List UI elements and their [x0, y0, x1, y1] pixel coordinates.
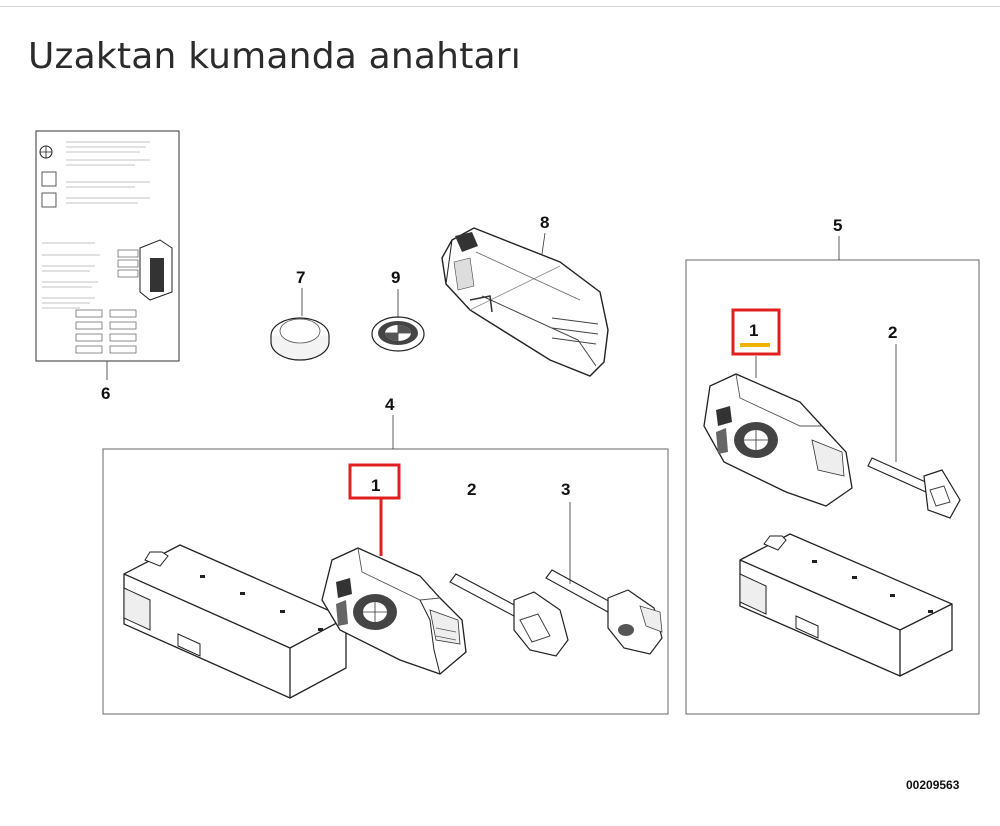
- group-4-control-module[interactable]: [123, 544, 347, 699]
- group-4-remote-key[interactable]: [321, 547, 467, 675]
- diagram-part-number: 00209563: [906, 778, 960, 792]
- callout-6: 6: [101, 384, 110, 403]
- group-4-key-blade-2[interactable]: [449, 573, 569, 657]
- group-5-highlight-underline: [740, 343, 770, 347]
- callout-group-4-item-3: 3: [561, 480, 570, 499]
- part-8-key-cover[interactable]: [441, 227, 609, 377]
- group-4-highlight-box: [348, 463, 401, 500]
- callout-group-5-item-1: 1: [749, 321, 758, 340]
- part-9-bmw-emblem[interactable]: [371, 316, 425, 352]
- callout-4: 4: [385, 395, 395, 414]
- callout-group-5-item-2: 2: [888, 323, 897, 342]
- callout-8: 8: [540, 213, 549, 232]
- callout-9: 9: [391, 268, 400, 287]
- callout-5: 5: [833, 216, 842, 235]
- group-4-frame: [102, 448, 669, 715]
- group-5-highlight-box: [731, 308, 781, 356]
- group-4-key-blade-3[interactable]: [545, 569, 663, 655]
- group-5-remote-key[interactable]: [703, 373, 853, 507]
- part-6-manual-card[interactable]: [35, 130, 180, 362]
- group-5-frame: [685, 259, 980, 715]
- callout-group-4-item-2: 2: [467, 480, 476, 499]
- part-7-battery[interactable]: [270, 317, 330, 361]
- group-5-control-module[interactable]: [739, 533, 953, 677]
- callout-group-4-item-1: 1: [371, 476, 380, 495]
- page-title: Uzaktan kumanda anahtarı: [28, 36, 521, 77]
- group-5-key-blade-2[interactable]: [867, 457, 961, 519]
- top-divider: [0, 6, 1000, 7]
- callout-7: 7: [296, 268, 305, 287]
